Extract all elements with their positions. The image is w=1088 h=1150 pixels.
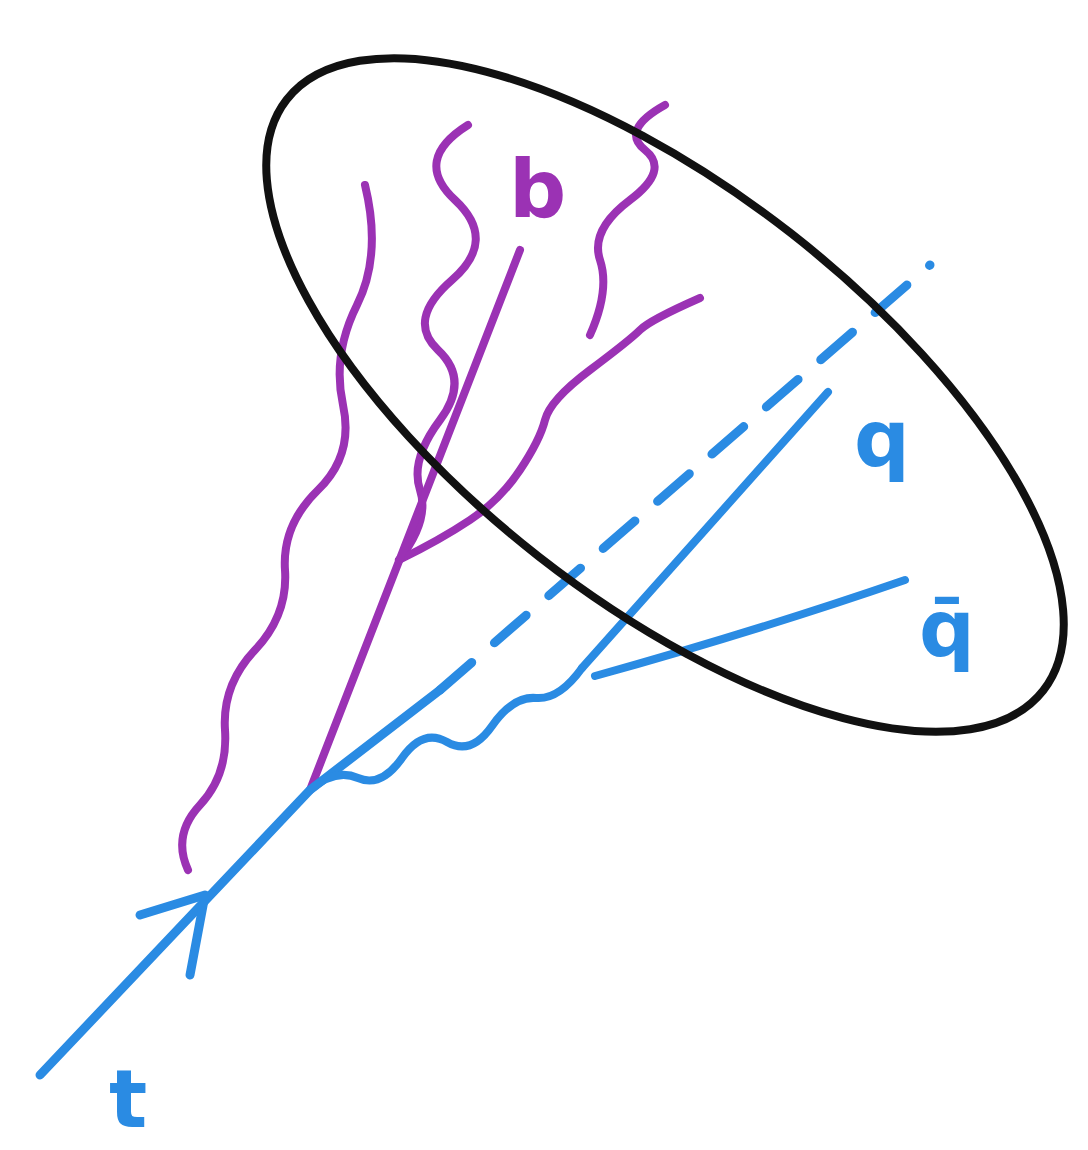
b-quark-label: b <box>505 150 570 230</box>
jet-cone <box>161 0 1088 852</box>
top-quark-line <box>40 690 440 1075</box>
w-boson-line <box>310 668 582 790</box>
top-quark-label: t <box>105 1060 151 1140</box>
gluon-line <box>399 298 700 560</box>
antiquark-label: q̄ <box>915 590 979 668</box>
dashed-axis <box>440 265 930 690</box>
quark-line <box>582 392 828 668</box>
arrow-head <box>140 895 205 975</box>
quark-label: q <box>850 400 914 478</box>
